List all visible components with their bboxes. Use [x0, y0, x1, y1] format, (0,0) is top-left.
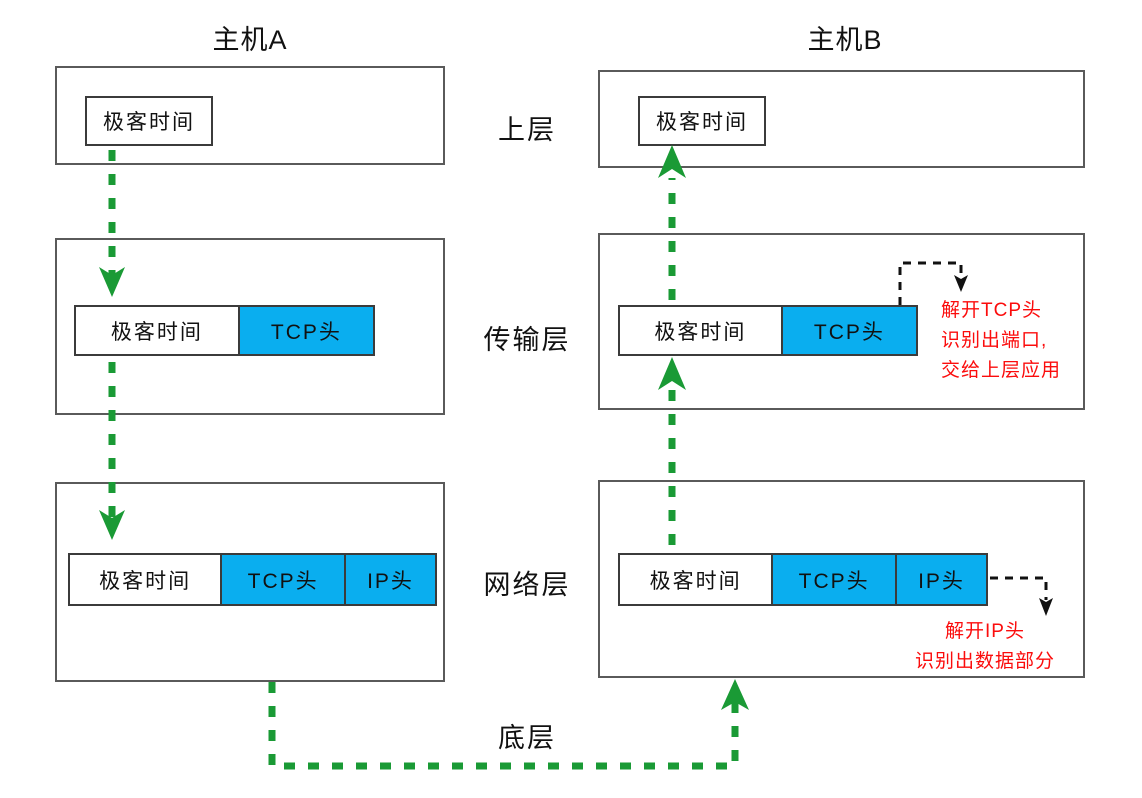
- layer-label-transport: 传输层: [483, 325, 571, 355]
- network-decapsulation-note: 解开IP头 识别出数据部分: [915, 617, 1055, 677]
- packet-cell-ip-header: IP头: [343, 555, 435, 604]
- note-line-2: 识别出端口,: [941, 330, 1048, 351]
- host-b-network-packet: 极客时间 TCP头 IP头: [618, 553, 988, 606]
- host-b-upper-payload: 极客时间: [638, 96, 766, 146]
- note-line-2: 识别出数据部分: [915, 651, 1056, 672]
- host-b-transport-packet: 极客时间 TCP头: [618, 305, 918, 356]
- host-a-title: 主机A: [212, 25, 288, 55]
- packet-cell-tcp-header: TCP头: [237, 307, 373, 354]
- layer-label-network: 网络层: [483, 570, 571, 600]
- layer-label-upper: 上层: [498, 115, 556, 145]
- note-line-3: 交给上层应用: [941, 360, 1062, 381]
- packet-cell-tcp-header: TCP头: [780, 307, 916, 354]
- host-a-network-packet: 极客时间 TCP头 IP头: [68, 553, 437, 606]
- packet-cell-data: 极客时间: [70, 555, 221, 604]
- host-a-transport-packet: 极客时间 TCP头: [74, 305, 375, 356]
- packet-cell-data: 极客时间: [620, 555, 772, 604]
- packet-cell-data: 极客时间: [76, 307, 238, 354]
- note-line-1: 解开TCP头: [941, 300, 1043, 321]
- packet-cell-ip-header: IP头: [894, 555, 986, 604]
- transport-decapsulation-note: 解开TCP头 识别出端口, 交给上层应用: [941, 296, 1061, 386]
- host-b-title: 主机B: [807, 25, 883, 55]
- packet-cell-tcp-header: TCP头: [220, 555, 344, 604]
- packet-cell-data: 极客时间: [620, 307, 781, 354]
- layer-label-link: 底层: [498, 723, 556, 753]
- note-line-1: 解开IP头: [945, 621, 1025, 642]
- host-a-upper-payload: 极客时间: [85, 96, 213, 146]
- packet-cell-tcp-header: TCP头: [771, 555, 895, 604]
